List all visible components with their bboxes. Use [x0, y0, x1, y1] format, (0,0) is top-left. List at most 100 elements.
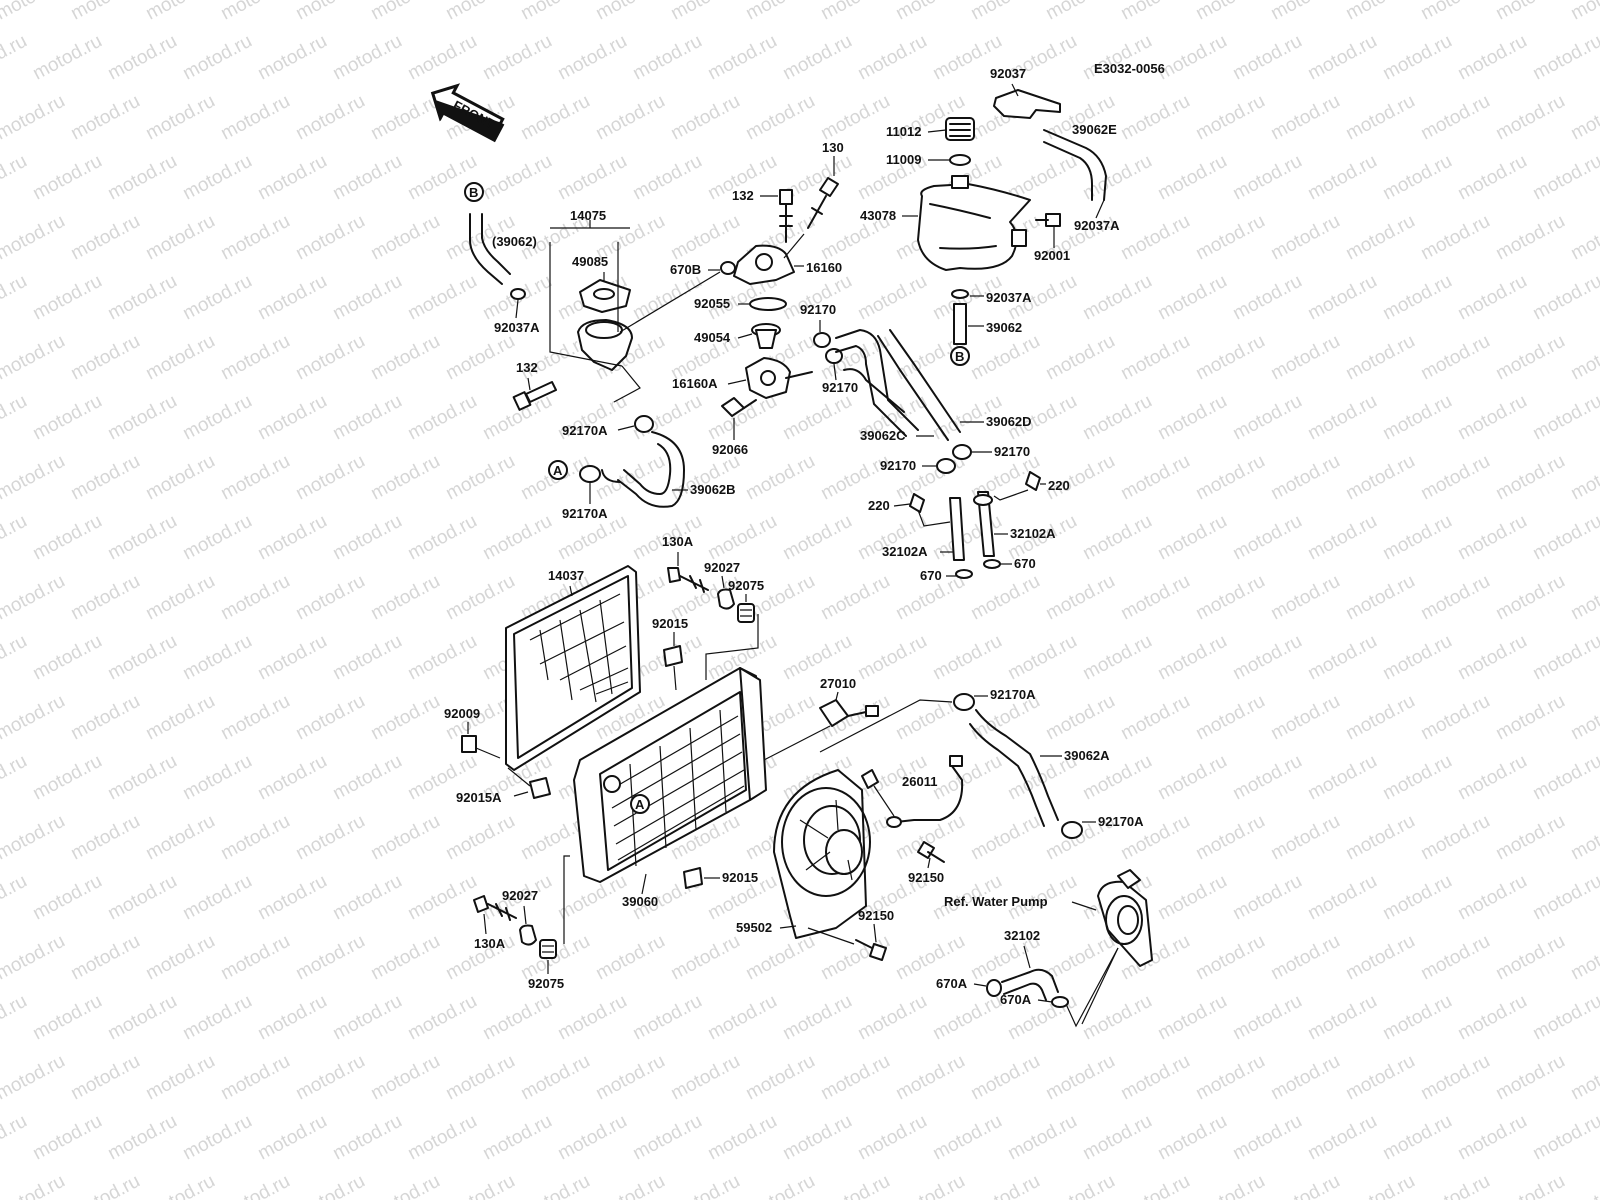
callout-92027-bottom: 92027	[502, 888, 538, 903]
watermark-text: motod.ru	[479, 991, 555, 1045]
callout-92037a-left: 92037A	[494, 320, 540, 335]
watermark-text: motod.ru	[0, 391, 31, 445]
watermark-text: motod.ru	[0, 991, 31, 1045]
watermark-text: motod.ru	[1229, 631, 1305, 685]
watermark-text: motod.ru	[367, 931, 443, 985]
watermark-text: motod.ru	[367, 0, 443, 24]
watermark-text: motod.ru	[1529, 751, 1600, 805]
o-ring-670a-b	[1051, 996, 1069, 1008]
callout-paren-39062: (39062)	[492, 234, 537, 249]
watermark-text: motod.ru	[29, 271, 105, 325]
watermark-text: motod.ru	[67, 691, 143, 745]
watermark-text: motod.ru	[142, 691, 218, 745]
watermark-text: motod.ru	[629, 151, 705, 205]
callout-92015a: 92015A	[456, 790, 502, 805]
callout-92170a-upper: 92170A	[562, 423, 608, 438]
watermark-text: motod.ru	[104, 31, 180, 85]
watermark-text: motod.ru	[0, 1171, 69, 1200]
watermark-text: motod.ru	[929, 1111, 1005, 1165]
watermark-text: motod.ru	[0, 1051, 69, 1105]
watermark-text: motod.ru	[1042, 571, 1118, 625]
watermark-text: motod.ru	[1229, 1111, 1305, 1165]
watermark-text: motod.ru	[367, 811, 443, 865]
watermark-text: motod.ru	[1229, 511, 1305, 565]
hose-39062d	[843, 368, 905, 413]
watermark-text: motod.ru	[367, 331, 443, 385]
radiator-screen	[505, 565, 641, 771]
watermark-text: motod.ru	[104, 631, 180, 685]
watermark-text: motod.ru	[292, 1051, 368, 1105]
clamp-92170a-right-bottom	[1061, 821, 1083, 839]
watermark-text: motod.ru	[1492, 91, 1568, 145]
watermark-text: motod.ru	[1079, 271, 1155, 325]
watermark-text: motod.ru	[1454, 871, 1530, 925]
watermark-text: motod.ru	[29, 871, 105, 925]
watermark-text: motod.ru	[1117, 91, 1193, 145]
watermark-text: motod.ru	[1229, 871, 1305, 925]
watermark-text: motod.ru	[1304, 1111, 1380, 1165]
watermark-text: motod.ru	[1379, 991, 1455, 1045]
watermark-text: motod.ru	[1454, 31, 1530, 85]
breather-hose-39062	[469, 213, 503, 285]
watermark-text: motod.ru	[742, 451, 818, 505]
watermark-text: motod.ru	[517, 0, 593, 24]
watermark-text: motod.ru	[67, 91, 143, 145]
watermark-text: motod.ru	[817, 91, 893, 145]
watermark-text: motod.ru	[742, 1051, 818, 1105]
watermark-text: motod.ru	[1079, 31, 1155, 85]
watermark-text: motod.ru	[1379, 151, 1455, 205]
watermark-text: motod.ru	[742, 91, 818, 145]
callout-39062b: 39062B	[690, 482, 736, 497]
watermark-text: motod.ru	[1529, 391, 1600, 445]
watermark-text: motod.ru	[292, 931, 368, 985]
watermark-text: motod.ru	[0, 931, 69, 985]
watermark-text: motod.ru	[1342, 1171, 1418, 1200]
watermark-text: motod.ru	[0, 751, 31, 805]
grommet-92075-bottom	[539, 939, 557, 959]
bolt-130	[819, 177, 839, 197]
callout-26011: 26011	[902, 774, 937, 789]
watermark-text: motod.ru	[779, 511, 855, 565]
watermark-text: motod.ru	[254, 271, 330, 325]
watermark-text: motod.ru	[967, 331, 1043, 385]
watermark-text: motod.ru	[1079, 1111, 1155, 1165]
callout-39062e: 39062E	[1072, 122, 1117, 137]
clamp-92170-d	[936, 458, 956, 474]
watermark-text: motod.ru	[1417, 811, 1493, 865]
watermark-text: motod.ru	[1342, 571, 1418, 625]
watermark-text: motod.ru	[1417, 91, 1493, 145]
watermark-text: motod.ru	[742, 1171, 818, 1200]
watermark-text: motod.ru	[1529, 871, 1600, 925]
callout-39062c: 39062C	[860, 428, 906, 443]
callout-14037: 14037	[548, 568, 584, 583]
watermark-text: motod.ru	[1454, 631, 1530, 685]
watermark-text: motod.ru	[1342, 691, 1418, 745]
watermark-text: motod.ru	[667, 1171, 743, 1200]
callout-92170a-right-top: 92170A	[990, 687, 1036, 702]
hose-39062d-long	[877, 329, 961, 441]
watermark-text: motod.ru	[1492, 1171, 1568, 1200]
watermark-text: motod.ru	[1417, 1051, 1493, 1105]
watermark-text: motod.ru	[217, 0, 293, 24]
watermark-text: motod.ru	[1229, 991, 1305, 1045]
watermark-text: motod.ru	[67, 931, 143, 985]
watermark-text: motod.ru	[1229, 391, 1305, 445]
watermark-text: motod.ru	[179, 991, 255, 1045]
watermark-text: motod.ru	[1267, 691, 1343, 745]
bolt-220-left	[909, 493, 925, 513]
watermark-text: motod.ru	[479, 31, 555, 85]
watermark-text: motod.ru	[1454, 991, 1530, 1045]
watermark-text: motod.ru	[367, 691, 443, 745]
watermark-text: motod.ru	[1267, 1171, 1343, 1200]
water-pipe-32102	[1001, 968, 1059, 1001]
callout-92066: 92066	[712, 442, 748, 457]
watermark-text: motod.ru	[217, 331, 293, 385]
pipe-32102a-right	[973, 491, 995, 557]
watermark-text: motod.ru	[1529, 31, 1600, 85]
watermark-text: motod.ru	[1529, 631, 1600, 685]
watermark-text: motod.ru	[367, 571, 443, 625]
watermark-text: motod.ru	[1154, 631, 1230, 685]
watermark-text: motod.ru	[479, 151, 555, 205]
watermark-text: motod.ru	[367, 91, 443, 145]
callout-132-left: 132	[516, 360, 538, 375]
